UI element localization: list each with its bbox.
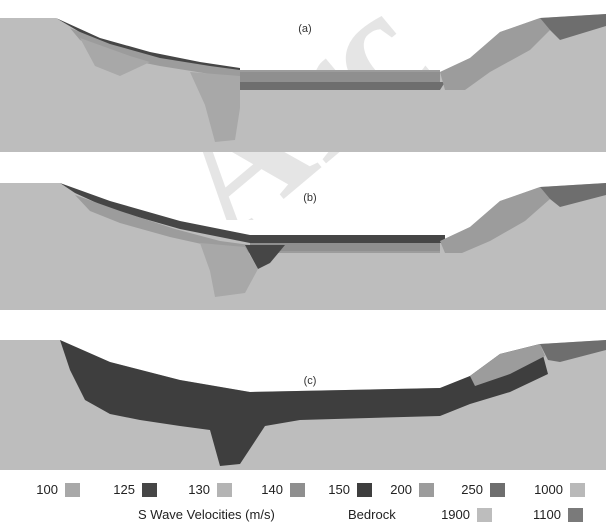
legend: 100 125 130 140 150 200 250 1000 [0, 480, 606, 529]
legend-item-130: 130 [170, 480, 232, 500]
panel-b-layer-140 [250, 243, 440, 251]
legend-swatch [290, 483, 305, 497]
panel-a-layer-250 [240, 82, 445, 90]
legend-swatch [65, 483, 80, 497]
legend-label: 130 [188, 482, 210, 497]
legend-swatch [419, 483, 434, 497]
legend-item-1000: 1000 [511, 480, 585, 500]
legend-label: 1900 [441, 507, 470, 522]
legend-item-150: 150 [310, 480, 372, 500]
legend-bedrock-label: Bedrock [348, 507, 396, 522]
panel-a-right-slope [440, 18, 550, 90]
panel-b-right-dark [540, 183, 606, 207]
legend-label: 150 [328, 482, 350, 497]
legend-label: 1100 [533, 507, 561, 522]
legend-label: 200 [390, 482, 412, 497]
panel-a-right-dark [540, 14, 606, 40]
panel-c: (c) [0, 340, 606, 470]
legend-label: 140 [261, 482, 283, 497]
panel-a-wedge-left [80, 38, 150, 76]
legend-swatch [357, 483, 372, 497]
panel-b-right-slope [440, 187, 550, 253]
legend-caption-row: S Wave Velocities (m/s) Bedrock 1900 110… [0, 505, 606, 525]
panel-b-label: (b) [303, 192, 316, 204]
panel-a: (a) [0, 14, 606, 152]
legend-item-125: 125 [95, 480, 157, 500]
legend-item-140: 140 [243, 480, 305, 500]
legend-label: 100 [36, 482, 58, 497]
panel-a-layer-140 [240, 72, 440, 82]
legend-item-250: 250 [443, 480, 505, 500]
panel-b-dark-pocket [245, 245, 285, 269]
panel-c-right-slope [470, 344, 545, 386]
panel-c-right-dark [540, 340, 606, 362]
legend-item-100: 100 [20, 480, 80, 500]
legend-velocity-row: 100 125 130 140 150 200 250 1000 [0, 480, 606, 500]
panel-a-label: (a) [298, 23, 311, 35]
panel-b: (b) [0, 183, 606, 310]
legend-item-1900: 1900 [414, 505, 492, 525]
legend-swatch [142, 483, 157, 497]
panel-b-layer-100 [200, 243, 258, 297]
panel-c-layer-150 [60, 340, 548, 466]
legend-label: 125 [113, 482, 135, 497]
panel-a-layer-100 [190, 72, 240, 142]
legend-swatch [570, 483, 585, 497]
legend-swatch [477, 508, 492, 522]
legend-label: 1000 [534, 482, 563, 497]
legend-swatch [568, 508, 583, 522]
panel-a-dark-strip-left [56, 18, 240, 72]
legend-swatch [490, 483, 505, 497]
legend-item-200: 200 [372, 480, 434, 500]
legend-label: 250 [461, 482, 483, 497]
legend-caption: S Wave Velocities (m/s) [138, 507, 275, 522]
legend-swatch [217, 483, 232, 497]
panel-b-dark-strip [60, 183, 445, 243]
panel-c-label: (c) [304, 375, 317, 387]
legend-item-1100: 1100 [505, 505, 583, 525]
